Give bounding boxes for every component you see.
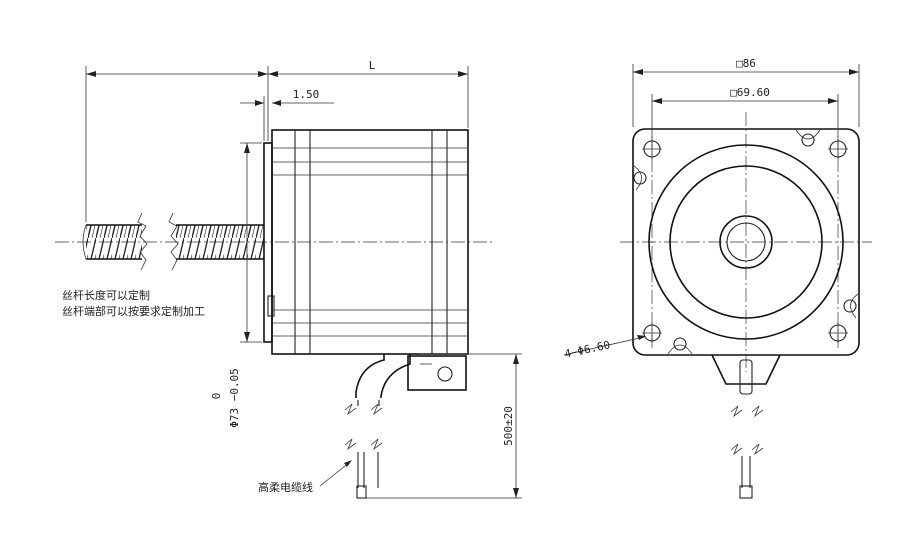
dimension-length: L	[85, 59, 469, 222]
cable-label: 高柔电缆线	[258, 480, 313, 494]
dimension-hole-spacing: □69.60	[651, 86, 839, 138]
motor-body	[271, 129, 469, 355]
dim-length-label: L	[369, 59, 376, 72]
front-view: □86 □69.60 4−Φ6.60	[563, 57, 872, 499]
mounting-holes	[642, 139, 848, 343]
dim-holes-label: 4−Φ6.60	[563, 338, 611, 360]
dimension-flange: 1.50	[240, 88, 334, 141]
cable-wires	[344, 400, 383, 499]
dim-cable-length-label: 500±20	[502, 406, 515, 446]
dimension-cable-length: 500±20	[366, 353, 522, 499]
lead-screw	[82, 212, 264, 271]
dim-flange-label: 1.50	[293, 88, 320, 101]
dim-pilot-tol: 0	[210, 393, 223, 400]
side-view: L 1.50 0 Φ73 −0.05 500±	[55, 59, 522, 499]
note-screw-length: 丝杆长度可以定制	[62, 288, 150, 302]
dim-frame-label: □86	[736, 57, 756, 70]
dimension-frame: □86	[632, 57, 860, 127]
cable-outlet	[355, 354, 467, 398]
motor-frame-square	[632, 128, 860, 356]
dim-pilot-label: Φ73 −0.05	[228, 368, 241, 428]
note-screw-end: 丝杆端部可以按要求定制加工	[62, 304, 205, 318]
dim-hole-spacing-label: □69.60	[730, 86, 770, 99]
dimension-pilot: 0 Φ73 −0.05	[210, 142, 262, 428]
front-cable-outlet	[711, 354, 781, 499]
